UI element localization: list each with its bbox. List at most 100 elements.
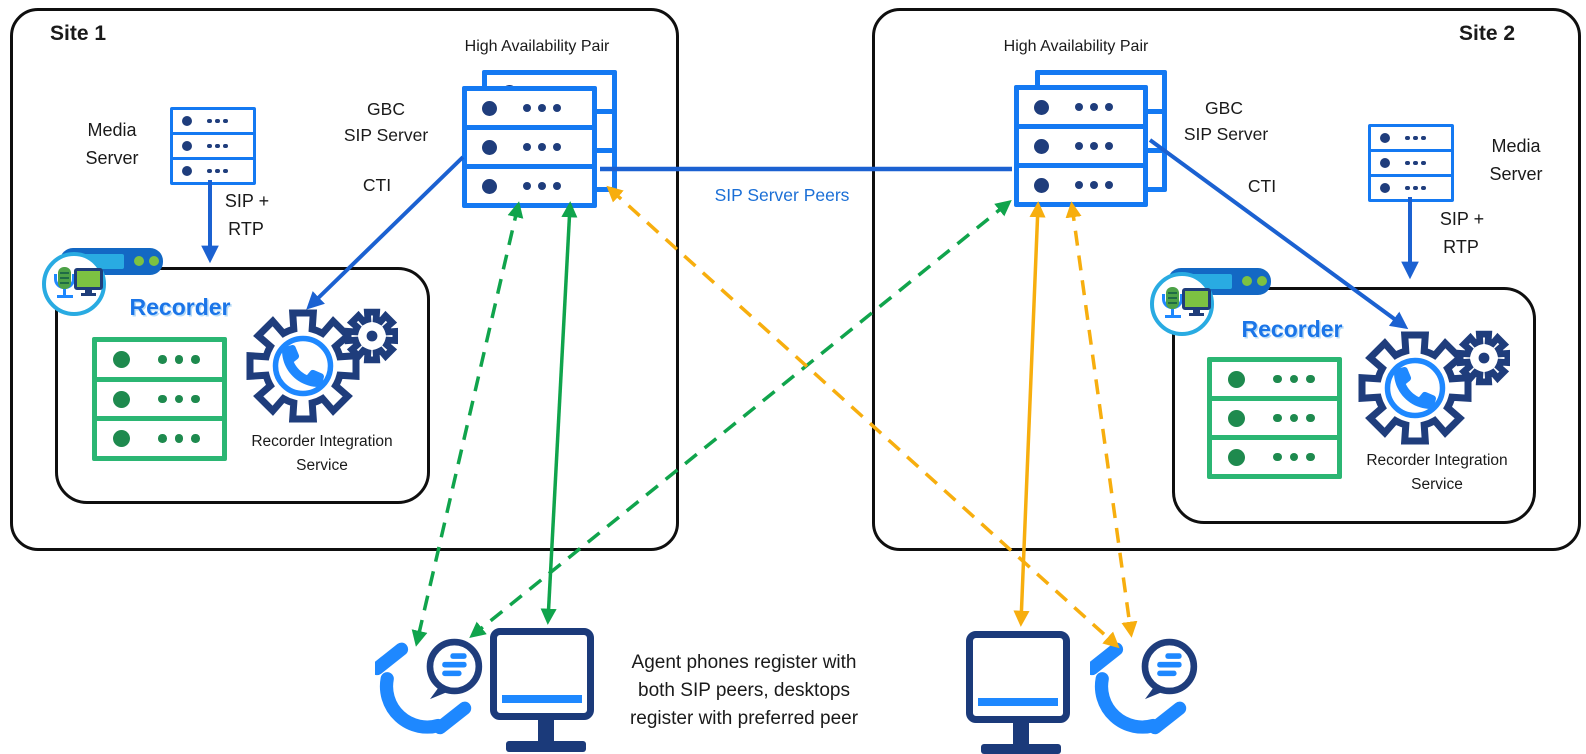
ha-pair-label-site2: High Availability Pair [1003,38,1149,55]
led-dots [1405,185,1426,191]
drive-dot [182,141,192,151]
desktop-neck-left [538,718,554,742]
server-row [467,91,592,125]
ris-label2-site1: Service [296,457,348,474]
led-dots [1405,135,1426,141]
server-row [1371,127,1451,149]
mic-base [1165,315,1181,318]
drive-dot [1380,133,1390,143]
server-row [97,376,222,417]
sip-peers-label: SIP Server Peers [714,185,850,205]
server-row [467,164,592,203]
server-row [1019,90,1143,124]
drive-dot [1034,177,1049,193]
footer-note-line3: register with preferred peer [629,708,859,729]
sip-rtp-label-site2: SIP + [1439,209,1485,229]
media-label-site1: Media [87,120,137,140]
cti-label-site1: CTI [362,175,392,195]
led-dots [207,118,228,124]
footer-note-line1: Agent phones register with [631,652,857,673]
status-dot [134,256,144,266]
recorder-integration-gear-icon-site2 [1357,330,1510,446]
drive-dot [1034,99,1049,115]
drive-dot [1034,138,1049,154]
led-dots [1273,452,1315,462]
recorder-appliance-badge-site1 [40,244,168,324]
ris-label2-site2: Service [1411,476,1463,493]
microphone-icon [58,267,71,289]
desktop-base-right [981,744,1061,754]
drive-dot [1228,370,1245,388]
led-dots [1273,413,1315,423]
mini-monitor-neck [85,290,92,293]
agent-phone-icon-left [375,638,487,750]
drive-dot [1228,448,1245,466]
recorder-title-site1: Recorder [129,294,231,320]
recorder-storage-stack-site1 [92,337,227,461]
status-dot [1257,276,1267,286]
footer-note-line2: both SIP peers, desktops [638,680,850,701]
sip-server-stack-site1 [462,86,597,208]
led-dots [207,168,228,174]
drive-dot [113,350,130,368]
drive-dot [482,139,497,155]
server-row [1019,124,1143,163]
drive-dot [1380,183,1390,193]
microphone-icon [1166,287,1179,309]
recording-circle-icon [42,252,106,316]
server-row [1371,174,1451,199]
sip-server-stack-site2 [1014,85,1148,207]
recorder-integration-gear-icon-site1 [245,308,398,424]
desktop-taskbar [502,695,582,703]
server-row [173,132,253,157]
server-row [1371,149,1451,174]
led-dots [1273,374,1315,384]
drive-dot [482,178,497,194]
server-row [1212,435,1337,474]
drive-dot [1380,158,1390,168]
small-gear-icon [1460,334,1508,382]
server-row [173,110,253,132]
phone-ring [1384,357,1446,419]
server-row [1212,396,1337,435]
desktop-neck-right [1013,721,1029,745]
sip-rtp-label-site1: SIP + [224,191,270,211]
mini-monitor-base [1189,313,1204,316]
media-server-stack-site1 [170,107,256,185]
mini-monitor-icon [74,268,103,290]
led-dots [523,182,561,190]
cti-label-site2: CTI [1247,176,1277,196]
drive-dot [182,166,192,176]
drive-dot [1228,409,1245,427]
desktop-base-left [506,741,586,752]
gbc-label-site1: GBC [367,99,405,119]
drive-dot [113,390,130,408]
led-dots [158,394,200,404]
led-dots [1405,160,1426,166]
server-row [97,416,222,456]
mic-base [57,295,73,298]
status-dot [1242,276,1252,286]
server-row [97,342,222,377]
led-dots [158,434,200,443]
gbc-label-site2: GBC [1205,98,1243,118]
recording-circle-icon [1150,272,1214,336]
led-dots [523,104,561,112]
recorder-title-site2: Recorder [1241,316,1343,342]
sip-rtp-label2-site2: RTP [1443,237,1479,257]
agent-desktop-icon-left [490,628,594,720]
phone-with-speech-bubble-icon [377,642,479,728]
server-row [173,157,253,182]
mini-monitor-base [81,293,96,296]
sip-server-label-site1: SIP Server [343,125,429,145]
site2-title: Site 2 [1458,22,1516,45]
ris-label-site1: Recorder Integration [251,433,393,450]
phone-ring [272,335,334,397]
mic-stem [63,289,66,295]
led-dots [523,143,561,151]
phone-with-speech-bubble-icon [1092,642,1194,728]
status-dot [149,256,159,266]
led-dots [207,143,228,149]
drive-dot [482,100,497,116]
media-server-stack-site2 [1368,124,1454,202]
